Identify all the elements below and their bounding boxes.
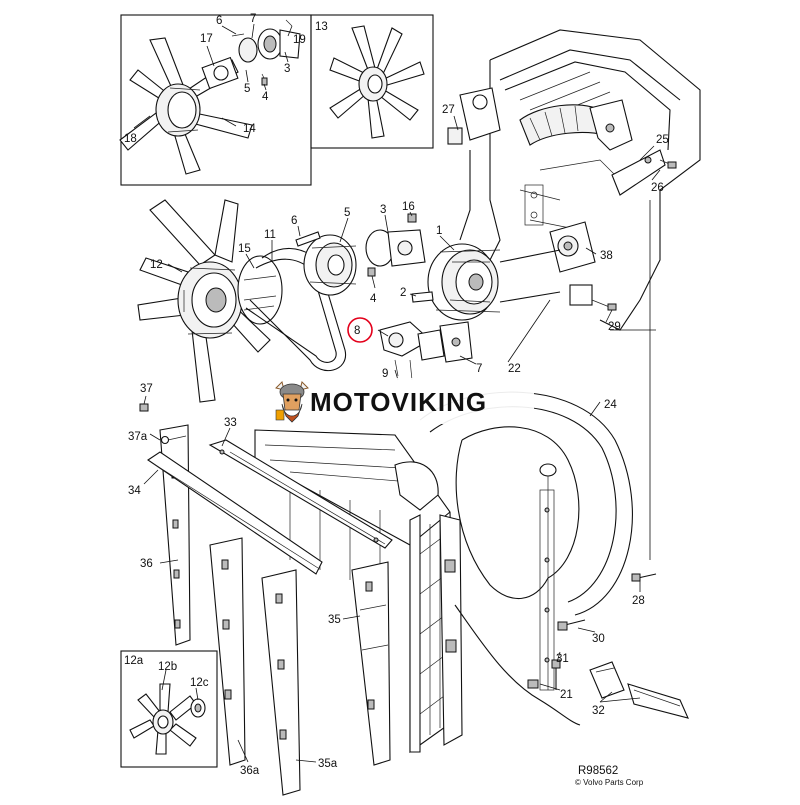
- callout-30: 30: [592, 633, 605, 645]
- callout-7b: 7: [476, 363, 482, 375]
- callout-12: 12: [150, 259, 163, 271]
- callout-15: 15: [238, 243, 251, 255]
- main-fan-assembly: [137, 199, 283, 403]
- hoses-and-fasteners: [454, 573, 689, 726]
- callout-19: 19: [293, 34, 306, 46]
- callout-37: 37: [140, 383, 153, 395]
- leader-lines: [133, 23, 661, 763]
- callout-3: 3: [284, 63, 290, 75]
- callout-9: 9: [382, 368, 388, 380]
- callout-29: 29: [608, 321, 621, 333]
- figure-reference: R98562: [578, 765, 618, 777]
- callout-38: 38: [600, 250, 613, 262]
- watermark-banner: MOTOVIKING: [262, 378, 534, 424]
- radiator: [254, 429, 463, 754]
- callout-6b: 6: [291, 215, 297, 227]
- callout-1: 1: [436, 225, 442, 237]
- callout-35a: 35a: [318, 758, 338, 770]
- callout-18: 18: [124, 133, 137, 145]
- belt-drive: [245, 213, 561, 381]
- callout-7: 7: [250, 13, 256, 25]
- callout-34: 34: [128, 485, 141, 497]
- callout-37a: 37a: [128, 431, 148, 443]
- callout-3b: 3: [380, 204, 386, 216]
- callout-27: 27: [442, 104, 455, 116]
- watermark-text: MOTOVIKING: [310, 387, 487, 417]
- highlight-part-8-marker: [347, 317, 373, 343]
- callout-33: 33: [224, 417, 237, 429]
- callout-24: 24: [604, 399, 617, 411]
- viking-mascot-icon: [275, 381, 309, 423]
- callout-5b: 5: [344, 207, 350, 219]
- callout-31: 31: [556, 653, 569, 665]
- callout-26: 26: [651, 182, 664, 194]
- callout-13: 13: [315, 21, 328, 33]
- callout-4b: 4: [370, 293, 377, 305]
- engine-block: [447, 29, 701, 331]
- inset-alternative-fan: [310, 14, 434, 149]
- callout-28: 28: [632, 595, 645, 607]
- side-panels: [139, 403, 393, 796]
- callout-5: 5: [244, 83, 250, 95]
- callout-14: 14: [243, 123, 256, 135]
- callout-6: 6: [216, 15, 222, 27]
- callout-36: 36: [140, 558, 153, 570]
- inset-fan-variant-12a: [120, 650, 218, 768]
- callout-35: 35: [328, 614, 341, 626]
- inset-fan-hub-detail: [119, 14, 312, 186]
- callout-36a: 36a: [240, 765, 260, 777]
- callout-8: 8: [354, 325, 360, 337]
- callout-25: 25: [656, 134, 669, 146]
- callout-12a: 12a: [124, 655, 144, 667]
- callout-4: 4: [262, 91, 269, 103]
- callout-2: 2: [400, 287, 406, 299]
- callout-11: 11: [264, 229, 276, 241]
- callout-12c: 12c: [190, 677, 209, 689]
- callout-16: 16: [402, 201, 415, 213]
- copyright-note: © Volvo Parts Corp: [575, 778, 644, 787]
- callout-17: 17: [200, 33, 213, 45]
- callout-21: 21: [560, 689, 573, 701]
- callout-32: 32: [592, 705, 605, 717]
- callout-12b: 12b: [158, 661, 177, 673]
- callout-labels: 6 17 7 19 3 5 4 18 14 13 27 25 26 6 5 3 …: [124, 13, 669, 777]
- callout-22: 22: [508, 363, 521, 375]
